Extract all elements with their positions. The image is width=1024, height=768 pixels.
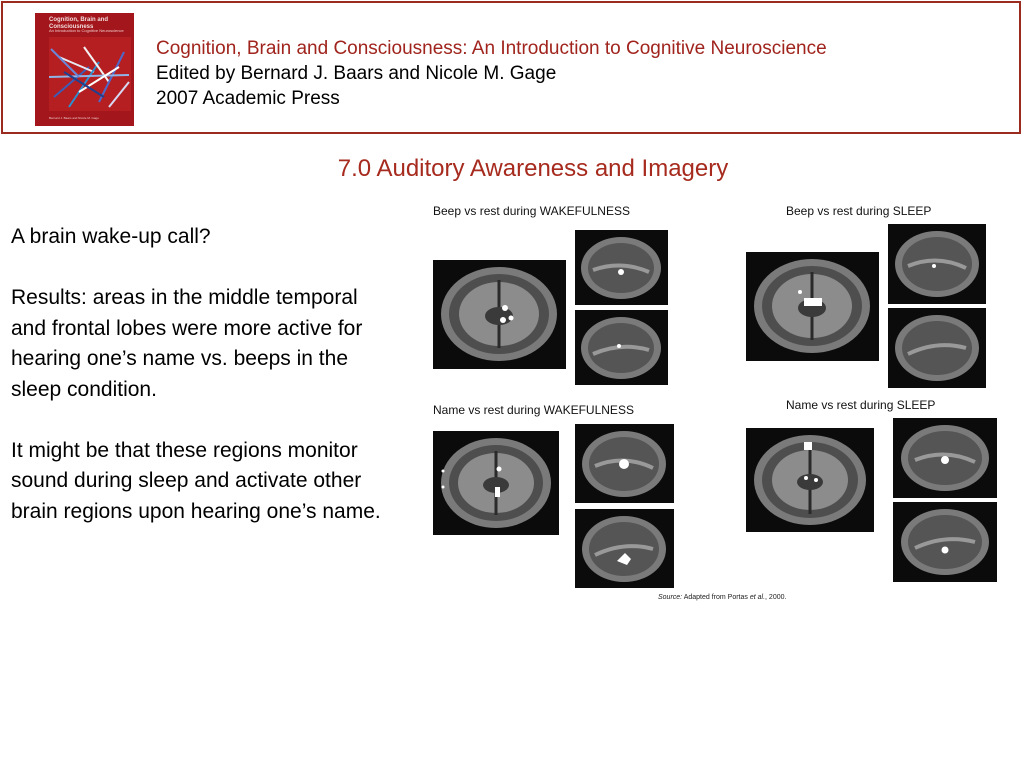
brain-scan-figure: Beep vs rest during WAKEFULNESS Beep vs … (428, 198, 1008, 608)
sagittal-scan-image (888, 308, 986, 388)
book-citation: Cognition, Brain and Consciousness: An I… (156, 36, 827, 111)
source-text: Adapted from Portas (683, 594, 750, 601)
source-etal: et al. (749, 594, 766, 601)
body-heading: A brain wake-up call? (11, 225, 211, 248)
book-editors: Edited by Bernard J. Baars and Nicole M.… (156, 63, 557, 84)
cover-editors: Bernard J. Baars and Nicole M. Gage (49, 116, 99, 120)
body-paragraph-hypothesis: It might be that these regions monitor s… (11, 438, 381, 523)
cover-title: Cognition, Brain and Consciousness (49, 17, 108, 30)
book-publisher: 2007 Academic Press (156, 88, 340, 109)
sagittal-scan-image (575, 509, 674, 588)
sagittal-scan-image (893, 418, 997, 498)
axial-scan-image (746, 428, 874, 532)
book-title: Cognition, Brain and Consciousness: An I… (156, 38, 827, 59)
panel-label-name-sleep: Name vs rest during SLEEP (786, 398, 936, 412)
source-year: , 2000. (765, 594, 787, 601)
sagittal-scan-image (575, 310, 668, 385)
sagittal-scan-image (888, 224, 986, 304)
body-paragraph-results: Results: areas in the middle temporal an… (11, 286, 363, 401)
book-header: Cognition, Brain and Consciousness An In… (1, 1, 1021, 134)
axial-scan-image (433, 260, 566, 369)
source-prefix: Source: (658, 594, 683, 601)
slide-title: 7.0 Auditory Awareness and Imagery (337, 155, 729, 182)
cover-artwork (49, 37, 131, 111)
sagittal-scan-image (575, 424, 674, 503)
panel-label-beep-wake: Beep vs rest during WAKEFULNESS (433, 204, 630, 218)
sagittal-scan-image (575, 230, 668, 305)
axial-scan-image (746, 252, 879, 361)
cover-subtitle: An Introduction to Cognitive Neuroscienc… (49, 28, 124, 33)
panel-label-name-wake: Name vs rest during WAKEFULNESS (433, 403, 634, 417)
figure-source-credit: Source: Adapted from Portas et al., 2000… (658, 594, 786, 601)
slide-body: A brain wake-up call? Results: areas in … (11, 222, 396, 527)
sagittal-scan-image (893, 502, 997, 582)
book-cover-image: Cognition, Brain and Consciousness An In… (35, 13, 134, 126)
axial-scan-image (433, 431, 559, 535)
panel-label-beep-sleep: Beep vs rest during SLEEP (786, 204, 932, 218)
